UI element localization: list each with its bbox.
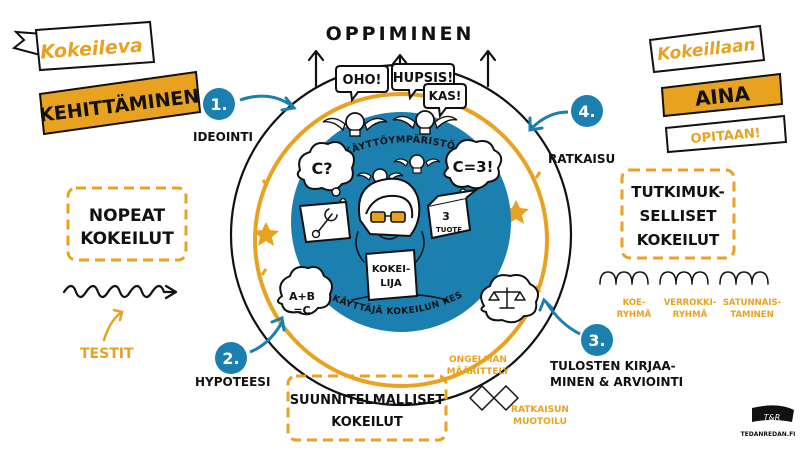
up-arrow-icon (479, 49, 497, 88)
svg-text:TEDANREDAN.FI: TEDANREDAN.FI (741, 431, 796, 438)
step-4: 4. RATKAISU (528, 95, 615, 166)
svg-text:=C: =C (293, 304, 310, 317)
person-illustration (351, 177, 449, 301)
svg-text:HUPSIS!: HUPSIS! (393, 71, 453, 86)
svg-text:TUOTE: TUOTE (436, 226, 462, 234)
svg-text:OPITAAN!: OPITAAN! (690, 126, 761, 147)
people-group-icon (599, 271, 769, 285)
svg-text:KOE-: KOE- (623, 298, 646, 308)
svg-text:TULOSTEN KIRJAA-: TULOSTEN KIRJAA- (550, 359, 676, 373)
problem-definition-label: ONGELMAN MÄÄRITTELY (447, 355, 510, 377)
svg-text:KOKEILUT: KOKEILUT (331, 415, 403, 430)
svg-text:C?: C? (311, 159, 332, 178)
svg-text:KOKEI-: KOKEI- (372, 264, 410, 275)
svg-text:IDEOINTI: IDEOINTI (193, 130, 253, 144)
step-1-number-circle (203, 88, 235, 120)
thought-bubble-equation: A+B =C (277, 266, 333, 317)
svg-text:ONGELMAN: ONGELMAN (449, 355, 507, 365)
step-3: 3. TULOSTEN KIRJAA- MINEN & ARVIOINTI (538, 297, 683, 389)
svg-text:LIJA: LIJA (380, 278, 402, 289)
svg-text:C=3!: C=3! (453, 158, 494, 176)
learning-header: OPPIMINEN (307, 23, 497, 92)
svg-text:3.: 3. (588, 331, 605, 350)
step-4-arrow-icon (530, 110, 569, 130)
svg-text:NOPEAT: NOPEAT (89, 206, 166, 226)
tedanredan-logo: T&R TEDANREDAN.FI (741, 405, 796, 438)
svg-text:T&R: T&R (764, 413, 781, 422)
tutkimukselliset-kokeilut-box: TUTKIMUK- SELLISET KOKEILUT (620, 168, 736, 260)
product-box: 3 TUOTE (426, 188, 480, 240)
svg-text:RYHMÄ: RYHMÄ (673, 309, 708, 320)
up-arrow-icon (307, 49, 325, 88)
thought-bubble-scales (480, 274, 539, 324)
svg-text:HYPOTEESI: HYPOTEESI (195, 375, 270, 389)
step-2-number-circle (215, 342, 247, 374)
svg-text:KOKEILUT: KOKEILUT (80, 229, 174, 249)
speech-bubble-kas: KAS! (423, 83, 467, 119)
svg-text:SUUNNITELMALLISET: SUUNNITELMALLISET (290, 393, 445, 408)
step-2: 2. HYPOTEESI (195, 315, 286, 389)
ring-tick (534, 285, 542, 293)
svg-text:SATUNNAIS-: SATUNNAIS- (723, 298, 782, 308)
title-oppiminen: OPPIMINEN (326, 23, 475, 45)
loop-arrow-icon (62, 284, 178, 300)
svg-text:RATKAISUN: RATKAISUN (511, 405, 569, 415)
svg-text:KOKEILUT: KOKEILUT (637, 231, 720, 249)
svg-text:MUOTOILU: MUOTOILU (513, 417, 567, 427)
svg-text:AINA: AINA (694, 81, 752, 111)
svg-text:2.: 2. (222, 349, 239, 368)
banner-kokeileva-kehittaminen: Kokeileva KEHITTÄMINEN (11, 20, 202, 136)
svg-text:A+B: A+B (289, 290, 315, 303)
svg-text:3: 3 (442, 210, 450, 223)
lightbulb-icon (392, 110, 458, 135)
group-labels: KOE- RYHMÄ VERROKKI- RYHMÄ SATUNNAIS- TA… (617, 298, 782, 320)
double-diamond-icon (469, 385, 519, 411)
speech-bubble-oho: OHO! (335, 65, 389, 103)
step-1: 1. IDEOINTI (193, 88, 297, 144)
lightbulb-icon (393, 154, 441, 174)
step-2-arrow-icon (249, 321, 284, 354)
svg-text:TAMINEN: TAMINEN (730, 310, 773, 320)
ring-tick (534, 171, 542, 179)
lightbulb-icon (322, 112, 388, 137)
ring-tick (261, 179, 269, 187)
step-4-number-circle (571, 95, 603, 127)
svg-text:TUTKIMUK-: TUTKIMUK- (631, 183, 725, 201)
svg-text:SELLISET: SELLISET (639, 207, 717, 225)
svg-text:KAS!: KAS! (429, 89, 462, 103)
solution-design-label: RATKAISUN MUOTOILU (511, 405, 569, 427)
thought-bubble-c-answer: C=3! (443, 139, 503, 196)
svg-text:MÄÄRITTELY: MÄÄRITTELY (447, 366, 510, 377)
testit-label: TESTIT (80, 346, 134, 362)
kokeilija-sign: KOKEI- LIJA (364, 248, 419, 302)
testit-label-group: TESTIT (80, 308, 134, 362)
svg-text:4.: 4. (578, 102, 595, 121)
suunnitelmalliset-kokeilut-box: SUUNNITELMALLISET KOKEILUT (286, 374, 448, 442)
svg-text:RATKAISU: RATKAISU (548, 152, 615, 166)
svg-text:1.: 1. (210, 95, 227, 114)
orange-ring (253, 92, 549, 388)
banner-kokeillaan-aina: Kokeillaan AINA OPITAAN! (648, 24, 788, 154)
svg-text:OHO!: OHO! (343, 73, 382, 88)
svg-text:VERROKKI-: VERROKKI- (664, 298, 717, 308)
step-1-arrow-icon (239, 94, 293, 108)
ring-tick (260, 268, 268, 276)
step-3-number-circle (581, 324, 613, 356)
star-icon (253, 222, 279, 246)
svg-text:MINEN & ARVIOINTI: MINEN & ARVIOINTI (550, 375, 683, 389)
thought-bubble-c-question: C? (296, 141, 355, 205)
nopeat-kokeilut-box: NOPEAT KOKEILUT (66, 186, 188, 262)
wrench-tool-box (298, 200, 352, 244)
svg-text:RYHMÄ: RYHMÄ (617, 309, 652, 320)
